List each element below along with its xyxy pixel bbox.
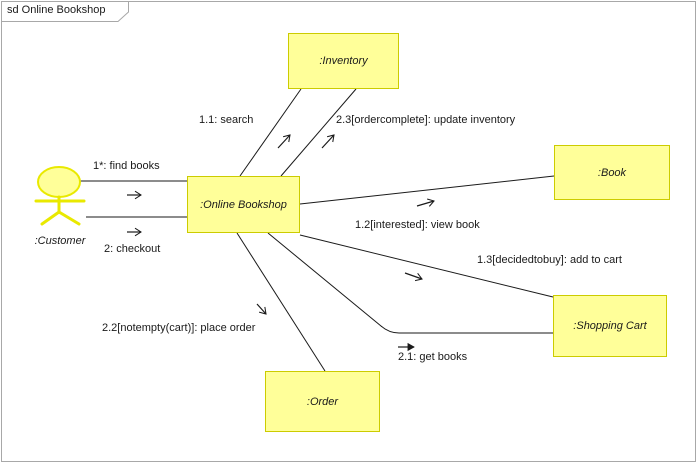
link-bookshop-book <box>299 175 555 205</box>
message-find-books: 1*: find books <box>93 160 160 172</box>
link-bookshop-inventory-update <box>280 88 357 177</box>
object-book[interactable]: :Book <box>554 145 670 200</box>
actor-leg-right <box>57 210 81 226</box>
object-online-bookshop[interactable]: :Online Bookshop <box>187 176 300 233</box>
message-checkout: 2: checkout <box>104 243 161 255</box>
arrow-search <box>277 134 291 149</box>
frame-title-tab <box>1 1 129 22</box>
arrow-update-inventory <box>321 134 335 149</box>
object-book-label: :Book <box>597 166 627 179</box>
arrow-add-to-cart <box>404 272 423 282</box>
message-get-books: 2.1: get books <box>398 351 468 363</box>
actor-customer-label: :Customer <box>34 235 86 247</box>
object-order[interactable]: :Order <box>265 371 380 432</box>
object-shopping-cart[interactable]: :Shopping Cart <box>553 295 667 357</box>
object-order-label: :Order <box>306 395 339 408</box>
object-online-bookshop-label: :Online Bookshop <box>200 198 287 211</box>
link-bookshop-order <box>236 232 326 372</box>
arrow-place-order <box>256 303 267 315</box>
link-bookshop-cart-add <box>299 234 554 298</box>
message-place-order: 2.2[notempty(cart)]: place order <box>102 322 256 334</box>
object-inventory-label: :Inventory <box>319 55 368 67</box>
message-update-inventory: 2.3[ordercomplete]: update inventory <box>336 114 516 126</box>
link-bookshop-inventory-search <box>239 88 302 177</box>
actor-head <box>37 166 81 198</box>
message-add-to-cart: 1.3[decidedtobuy]: add to cart <box>477 254 622 266</box>
arrow-view-book <box>416 198 435 207</box>
message-view-book: 1.2[interested]: view book <box>355 219 480 231</box>
actor-leg-left <box>40 210 61 226</box>
object-shopping-cart-label: :Shopping Cart <box>573 320 647 332</box>
link-bookshop-cart-get <box>267 232 553 334</box>
actor-customer[interactable] <box>34 166 86 226</box>
frame-title: sd Online Bookshop <box>7 4 106 16</box>
object-inventory[interactable]: :Inventory <box>288 33 399 89</box>
message-search: 1.1: search <box>199 114 254 126</box>
